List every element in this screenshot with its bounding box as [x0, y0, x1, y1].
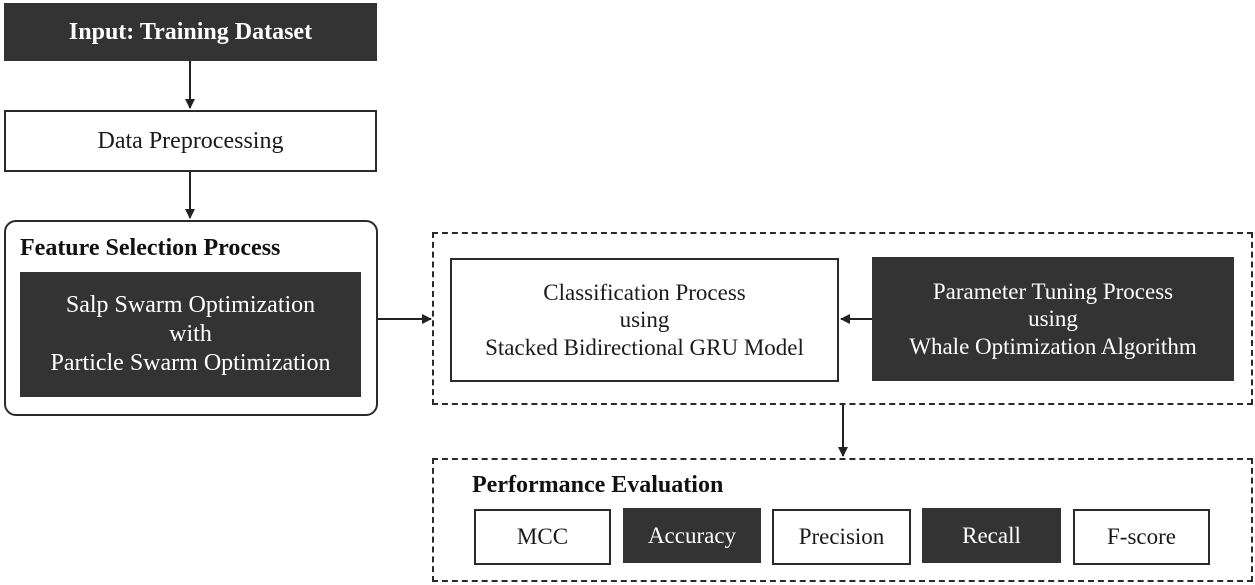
salp-swarm-line-3: Particle Swarm Optimization	[50, 349, 331, 376]
classification-tuning-container	[432, 232, 1253, 405]
input-training-dataset-label: Input: Training Dataset	[68, 18, 313, 45]
tuning-line-2: using	[1028, 306, 1078, 332]
metric-recall-box: Recall	[922, 508, 1061, 563]
classification-line-1: Classification Process	[543, 279, 746, 305]
metric-accuracy-label: Accuracy	[647, 522, 737, 548]
salp-swarm-line-2: with	[169, 321, 212, 348]
performance-evaluation-container	[432, 458, 1253, 582]
feature-selection-title: Feature Selection Process	[20, 235, 281, 261]
classification-line-2: using	[619, 307, 670, 333]
classification-process-box: Classification Process using Stacked Bid…	[450, 258, 839, 382]
parameter-tuning-box: Parameter Tuning Process using Whale Opt…	[872, 257, 1234, 381]
metric-fscore-label: F-score	[1107, 524, 1176, 550]
salp-swarm-line-1: Salp Swarm Optimization	[65, 292, 316, 319]
salp-swarm-pso-box: Salp Swarm Optimization with Particle Sw…	[20, 272, 361, 397]
performance-evaluation-title: Performance Evaluation	[472, 472, 724, 498]
metric-mcc-box: MCC	[474, 509, 611, 565]
tuning-line-1: Parameter Tuning Process	[932, 278, 1174, 304]
classification-line-3: Stacked Bidirectional GRU Model	[485, 334, 804, 360]
metric-precision-box: Precision	[772, 509, 911, 565]
metric-accuracy-box: Accuracy	[623, 508, 761, 563]
tuning-line-3: Whale Optimization Algorithm	[909, 333, 1197, 359]
metric-precision-label: Precision	[798, 524, 885, 550]
input-training-dataset-box: Input: Training Dataset	[4, 3, 377, 61]
data-preprocessing-label: Data Preprocessing	[97, 127, 284, 154]
metric-fscore-box: F-score	[1073, 509, 1210, 565]
metric-recall-label: Recall	[962, 522, 1021, 548]
data-preprocessing-box: Data Preprocessing	[4, 110, 377, 172]
metric-mcc-label: MCC	[516, 524, 569, 550]
